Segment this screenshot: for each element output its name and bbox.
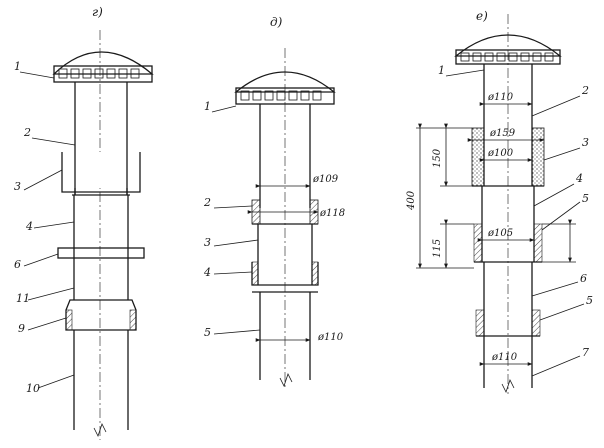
callout-a-6: 6 — [14, 258, 21, 271]
figure-a: г) — [14, 5, 154, 440]
figure-c-cap-band — [455, 49, 561, 65]
dim-c-110-top: ø110 — [487, 92, 514, 103]
figure-c-cap-slots — [460, 52, 554, 62]
callout-c-3: 3 — [582, 136, 589, 149]
dim-c-115: 115 — [432, 239, 443, 258]
callout-b-1: 1 — [204, 100, 211, 113]
figure-b-header: д) — [270, 15, 283, 29]
dim-c-110-bottom: ø110 — [491, 352, 518, 363]
figure-a-cap-dome — [52, 51, 154, 75]
dim-b-110: ø110 — [317, 332, 344, 343]
figure-a-skirt — [61, 152, 141, 193]
callout-c-4: 4 — [575, 172, 583, 185]
dim-b-118: ø118 — [319, 208, 345, 219]
callout-b-4: 4 — [203, 266, 211, 279]
callout-a-4: 4 — [25, 220, 33, 233]
callout-a-9: 9 — [18, 322, 25, 335]
figure-a-socket — [65, 299, 137, 331]
callout-a-3: 3 — [14, 180, 21, 193]
figure-b-cap-dome — [234, 71, 336, 93]
callout-c-1: 1 — [438, 64, 445, 77]
figure-a-flange — [57, 247, 145, 259]
figure-c-cap-dome — [454, 34, 562, 57]
callout-a-10: 10 — [26, 382, 40, 395]
dim-c-100: ø100 — [487, 148, 514, 159]
figure-c-header: е) — [476, 9, 488, 23]
callout-c-5b: 5 — [586, 294, 593, 307]
callout-a-2: 2 — [23, 126, 31, 139]
dim-c-105: ø105 — [487, 228, 513, 239]
figure-c-length-dims: 400 150 115 — [406, 123, 576, 269]
figure-b-cap-band — [235, 87, 335, 105]
callout-c-7: 7 — [582, 346, 589, 359]
dim-c-150: 150 — [432, 148, 443, 168]
callout-c-5: 5 — [582, 192, 589, 205]
figure-b: д) ø109 ø118 — [203, 15, 345, 388]
callout-c-2: 2 — [581, 84, 589, 97]
dim-c-400: 400 — [406, 190, 417, 211]
figure-b-callouts: 1 2 3 4 5 — [203, 100, 261, 339]
callout-a-1: 1 — [14, 60, 21, 73]
figure-c-callouts: 1 2 3 4 5 6 5 7 — [438, 64, 593, 377]
callout-b-5: 5 — [204, 326, 211, 339]
figure-b-cap-slots — [240, 90, 322, 101]
callout-c-6: 6 — [580, 272, 587, 285]
callout-a-11: 11 — [16, 292, 30, 305]
figure-a-cap-slots — [58, 68, 140, 79]
figure-a-cap-band — [53, 65, 153, 83]
dim-b-109: ø109 — [312, 174, 339, 185]
dim-c-159: ø159 — [489, 128, 516, 139]
figure-a-callouts: 1 2 3 4 6 11 9 10 — [14, 60, 76, 395]
callout-b-3: 3 — [204, 236, 211, 249]
callout-b-2: 2 — [203, 196, 211, 209]
figure-c: е) ø110 ø159 ø100 — [406, 9, 593, 394]
figure-a-header: г) — [92, 5, 103, 19]
